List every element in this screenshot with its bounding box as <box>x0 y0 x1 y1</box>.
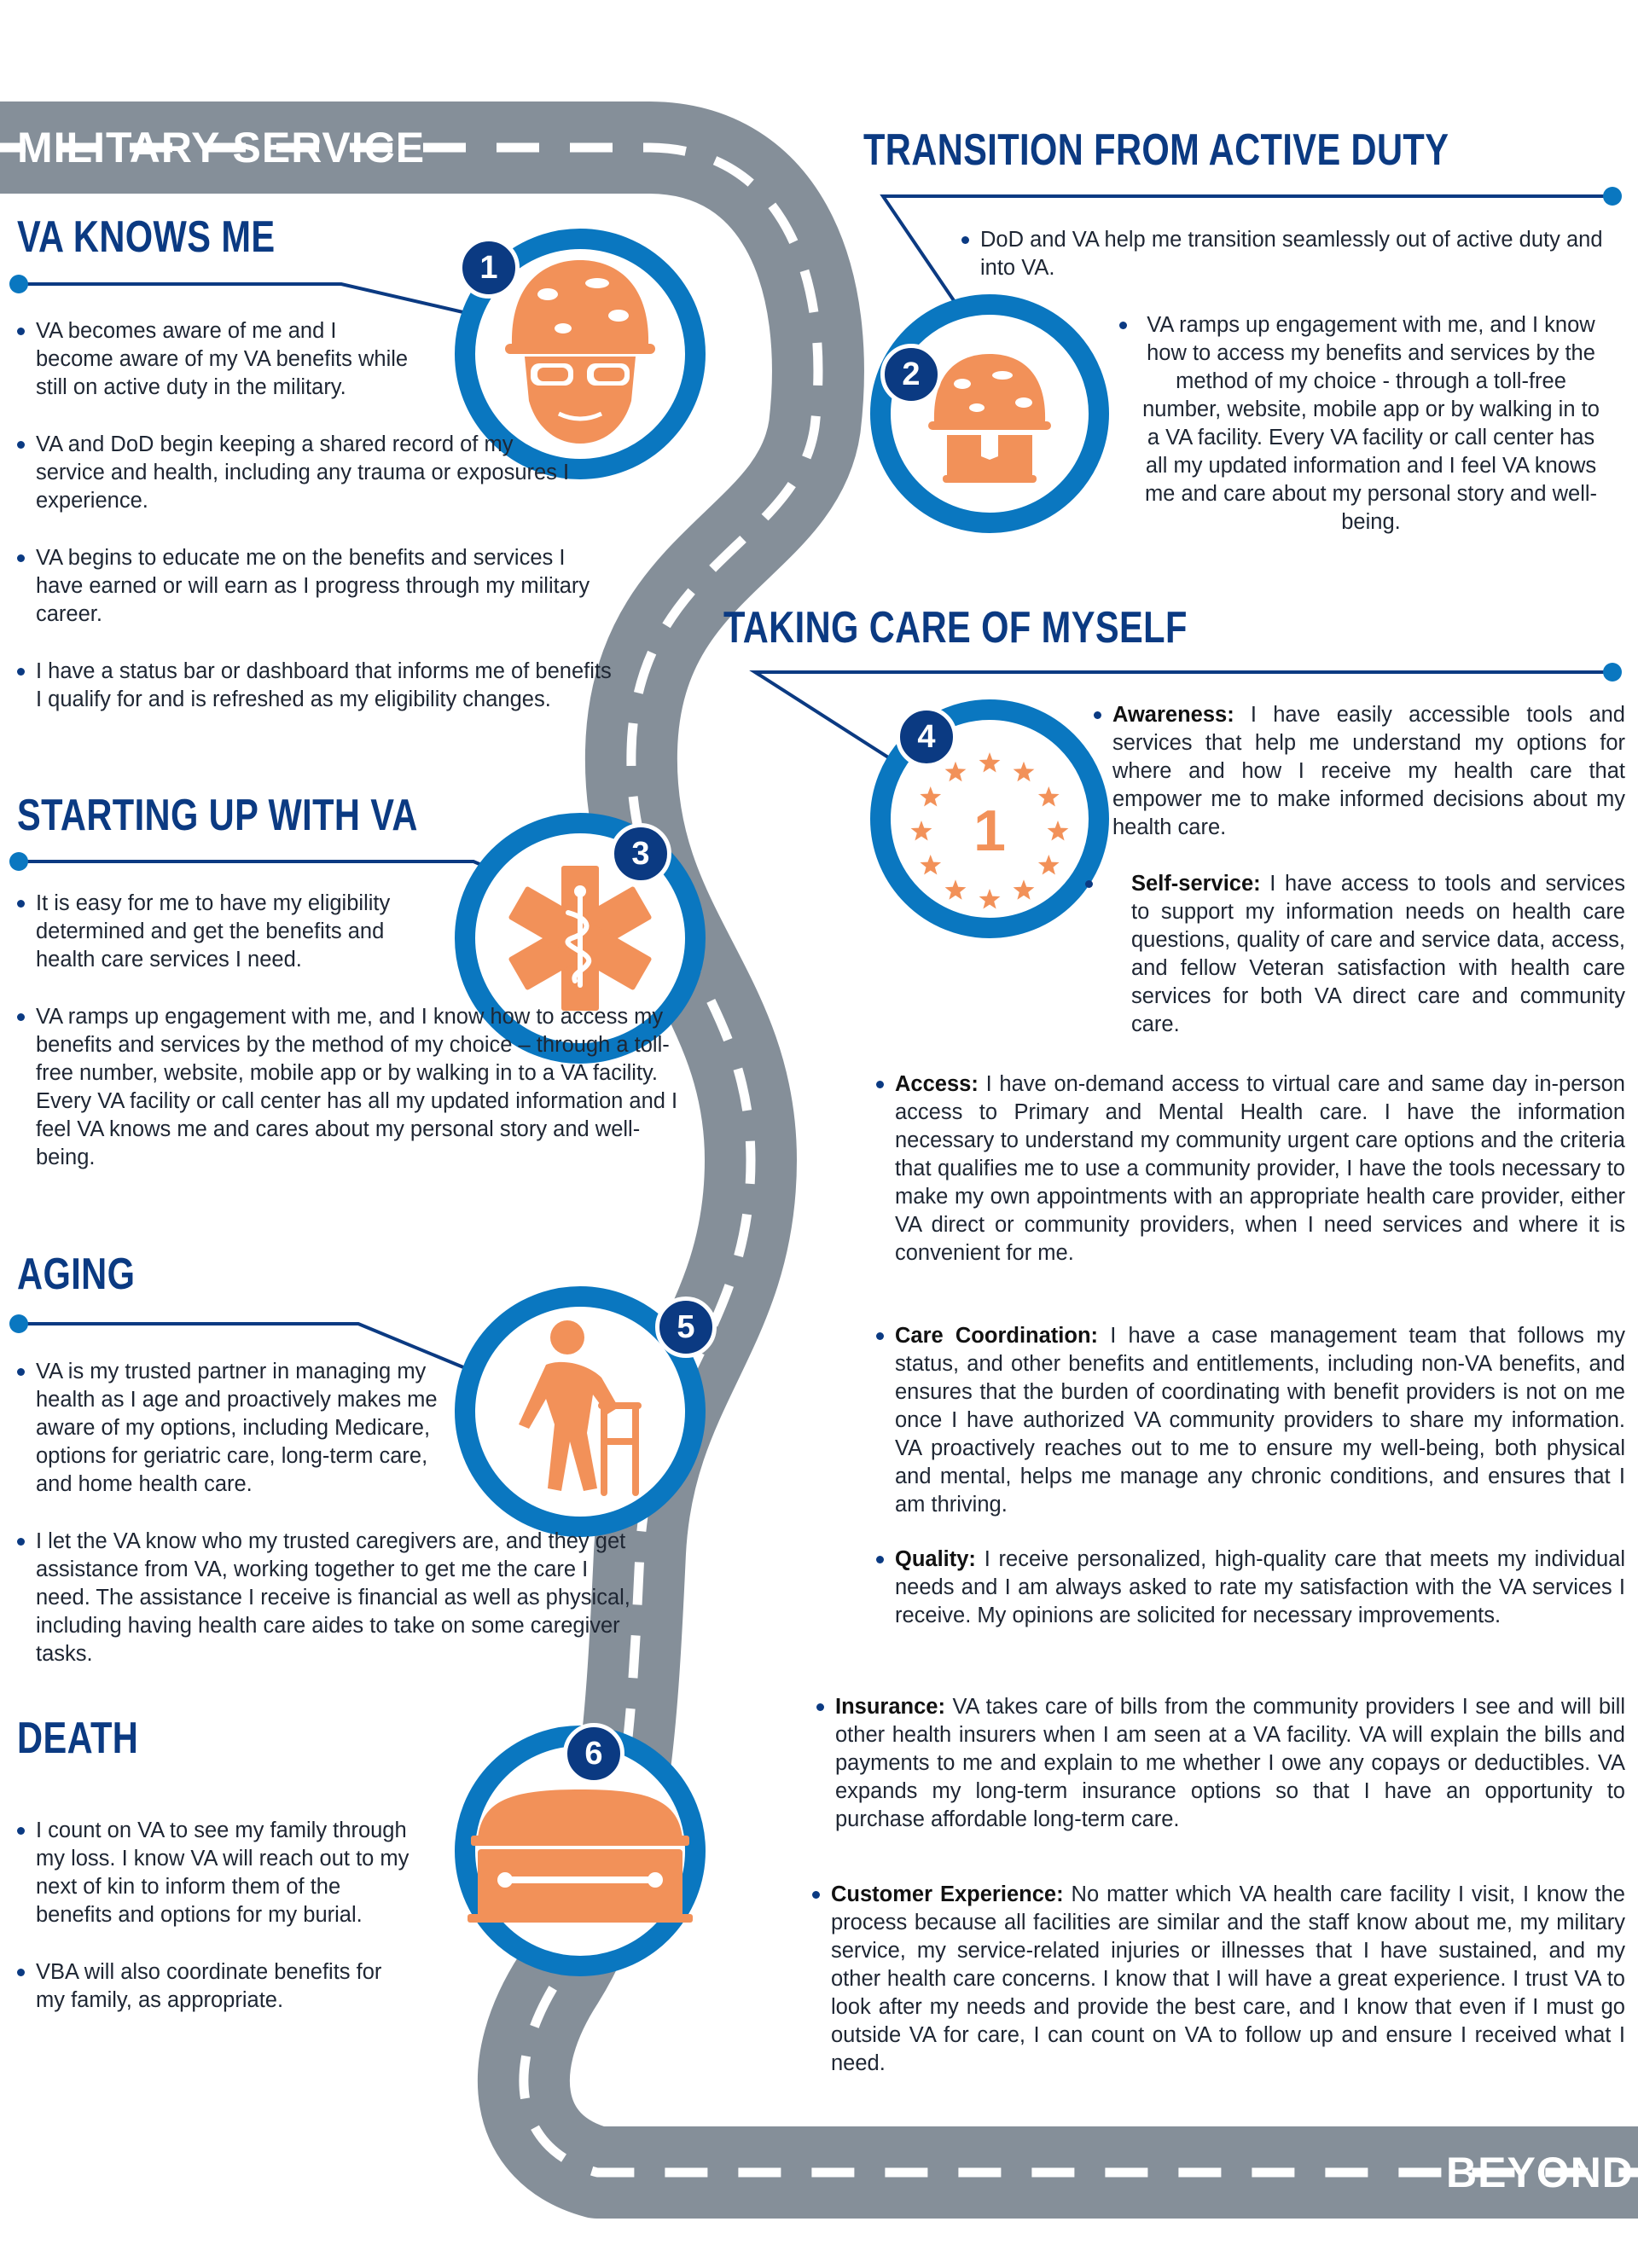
taking-care-quality: Quality: I receive personalized, high-qu… <box>874 1546 1625 1630</box>
connector-line-1 <box>19 282 479 317</box>
list-item: Self-service: I have access to tools and… <box>1083 870 1625 1039</box>
list-item: VA begins to educate me on the benefits … <box>15 544 599 629</box>
star-icon <box>1013 761 1035 782</box>
taking-care-self-service: Self-service: I have access to tools and… <box>1083 870 1625 1039</box>
casket-icon <box>468 1789 693 1923</box>
taking-care-awareness: Awareness: I have easily accessible tool… <box>1092 701 1625 842</box>
list-item: Care Coordination: I have a case managem… <box>874 1322 1625 1519</box>
list-item: I count on VA to see my family through m… <box>15 1817 416 1929</box>
death-bullets: I count on VA to see my family through m… <box>15 1817 416 2015</box>
connector-dot-5 <box>9 1314 28 1333</box>
star-icon <box>1047 821 1069 841</box>
star-icon <box>944 761 967 782</box>
list-item: I have a status bar or dashboard that in… <box>15 658 616 714</box>
list-item: VA ramps up engagement with me, and I kn… <box>1118 311 1604 537</box>
list-item: VA and DoD begin keeping a shared record… <box>15 431 582 515</box>
list-item: DoD and VA help me transition seamlessly… <box>960 226 1621 282</box>
taking-care-access: Access: I have on-demand access to virtu… <box>874 1070 1625 1267</box>
star-of-life-icon <box>508 866 652 1011</box>
va-knows-me-bullets: VA becomes aware of me and I become awar… <box>15 317 612 714</box>
road-start-label: MILITARY SERVICE <box>17 124 426 171</box>
connector-dot-4 <box>1603 663 1622 682</box>
elderly-walker-icon <box>519 1320 642 1496</box>
step-badge-3: 3 <box>610 823 671 885</box>
star-icon <box>979 889 1001 909</box>
transition-bullets: DoD and VA help me transition seamlessly… <box>960 226 1621 282</box>
connector-dot-3 <box>9 852 28 871</box>
step-badge-6: 6 <box>563 1723 624 1784</box>
step-badge-1: 1 <box>458 237 520 299</box>
list-item: Quality: I receive personalized, high-qu… <box>874 1546 1625 1630</box>
list-item: VBA will also coordinate benefits for my… <box>15 1958 416 2015</box>
list-item: Customer Experience: No matter which VA … <box>810 1881 1625 2078</box>
connector-dot-2 <box>1603 187 1622 206</box>
star-icon <box>979 752 1001 773</box>
star-icon <box>1013 879 1035 900</box>
connector-line-3 <box>19 860 504 876</box>
step-badge-5: 5 <box>655 1296 717 1358</box>
section-title-aging: AGING <box>17 1250 136 1299</box>
star-icon <box>910 821 932 841</box>
list-item: VA ramps up engagement with me, and I kn… <box>15 1003 684 1172</box>
section-title-death: DEATH <box>17 1714 139 1763</box>
connector-dot-1 <box>9 275 28 293</box>
section-title-va-knows-me: VA KNOWS ME <box>17 212 276 262</box>
taking-care-insurance: Insurance: VA takes care of bills from t… <box>815 1693 1625 1834</box>
section-title-transition: TRANSITION FROM ACTIVE DUTY <box>863 125 1449 175</box>
list-item: It is easy for me to have my eligibility… <box>15 890 442 974</box>
connector-line-4 <box>749 670 1612 769</box>
list-item: Access: I have on-demand access to virtu… <box>874 1070 1625 1267</box>
connector-line-5 <box>19 1322 479 1375</box>
list-item: VA becomes aware of me and I become awar… <box>15 317 416 402</box>
connector-line-2 <box>880 194 1612 317</box>
starting-up-bullets: It is easy for me to have my eligibility… <box>15 890 677 1172</box>
star-icon <box>1037 855 1060 875</box>
step-badge-4: 4 <box>896 706 957 768</box>
section-title-taking-care: TAKING CARE OF MYSELF <box>723 603 1188 653</box>
star-icon <box>920 786 942 807</box>
road-end-label: BEYOND <box>1446 2149 1634 2196</box>
star-icon <box>920 855 942 875</box>
step-badge-2: 2 <box>880 344 942 405</box>
star-ring-number: 1 <box>973 798 1006 863</box>
aging-bullets: VA is my trusted partner in managing my … <box>15 1358 630 1668</box>
section-title-starting-up: STARTING UP WITH VA <box>17 791 418 840</box>
star-icon <box>1037 786 1060 807</box>
transition-bullets-2: VA ramps up engagement with me, and I kn… <box>1118 311 1604 537</box>
list-item: Insurance: VA takes care of bills from t… <box>815 1693 1625 1834</box>
star-icon <box>944 879 967 900</box>
helmet-boots-icon <box>928 354 1051 483</box>
soldier-helmet-icon <box>505 260 655 444</box>
taking-care-customer-experience: Customer Experience: No matter which VA … <box>810 1881 1625 2078</box>
list-item: Awareness: I have easily accessible tool… <box>1092 701 1625 842</box>
star-ring-icon: 1 <box>910 752 1069 909</box>
taking-care-coordination: Care Coordination: I have a case managem… <box>874 1322 1625 1519</box>
list-item: I let the VA know who my trusted caregiv… <box>15 1528 633 1668</box>
list-item: VA is my trusted partner in managing my … <box>15 1358 468 1499</box>
